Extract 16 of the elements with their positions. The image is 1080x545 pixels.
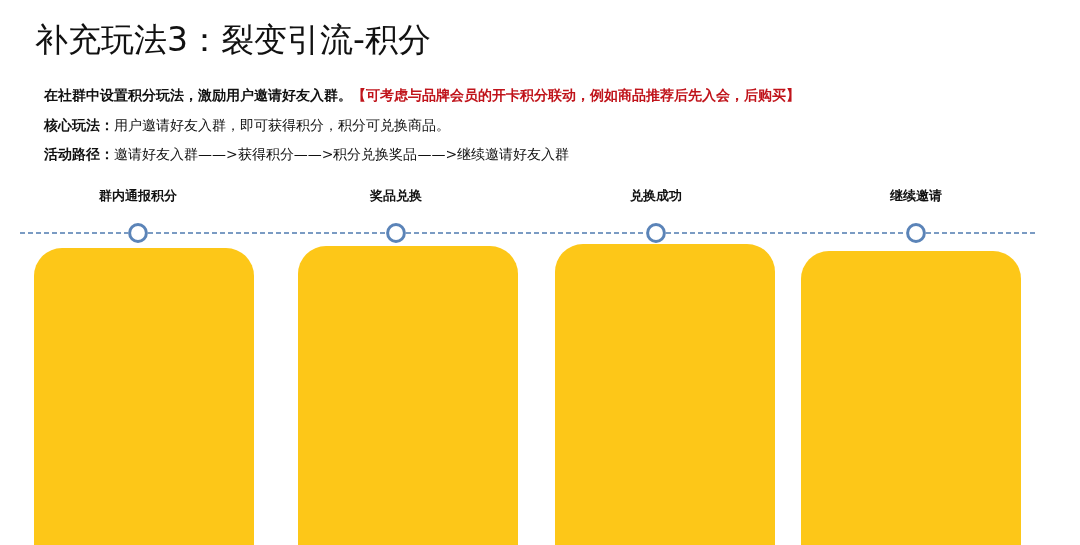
card: [298, 246, 518, 545]
description-text: 活动路径：邀请好友入群——>获得积分——>积分兑换奖品——>继续邀请好友入群: [44, 146, 570, 164]
card: [34, 248, 254, 545]
card: [555, 244, 775, 545]
step-label: 奖品兑换: [370, 187, 422, 205]
step-label: 兑换成功: [630, 187, 682, 205]
step-label: 继续邀请: [890, 187, 942, 205]
title: 补充玩法3：裂变引流-积分: [35, 19, 431, 61]
step-label: 群内通报积分: [99, 187, 177, 205]
timeline-line: [147, 232, 387, 234]
intro-text: 在社群中设置积分玩法，激励用户邀请好友入群。: [44, 87, 352, 103]
intro-text: 【可考虑与品牌会员的开卡积分联动，例如商品推荐后先入会，后购买】: [352, 87, 800, 103]
description-text: 核心玩法：用户邀请好友入群，即可获得积分，积分可兑换商品。: [44, 117, 450, 135]
timeline-line: [19, 232, 129, 234]
card: [801, 251, 1021, 545]
timeline-line: [925, 232, 1037, 234]
